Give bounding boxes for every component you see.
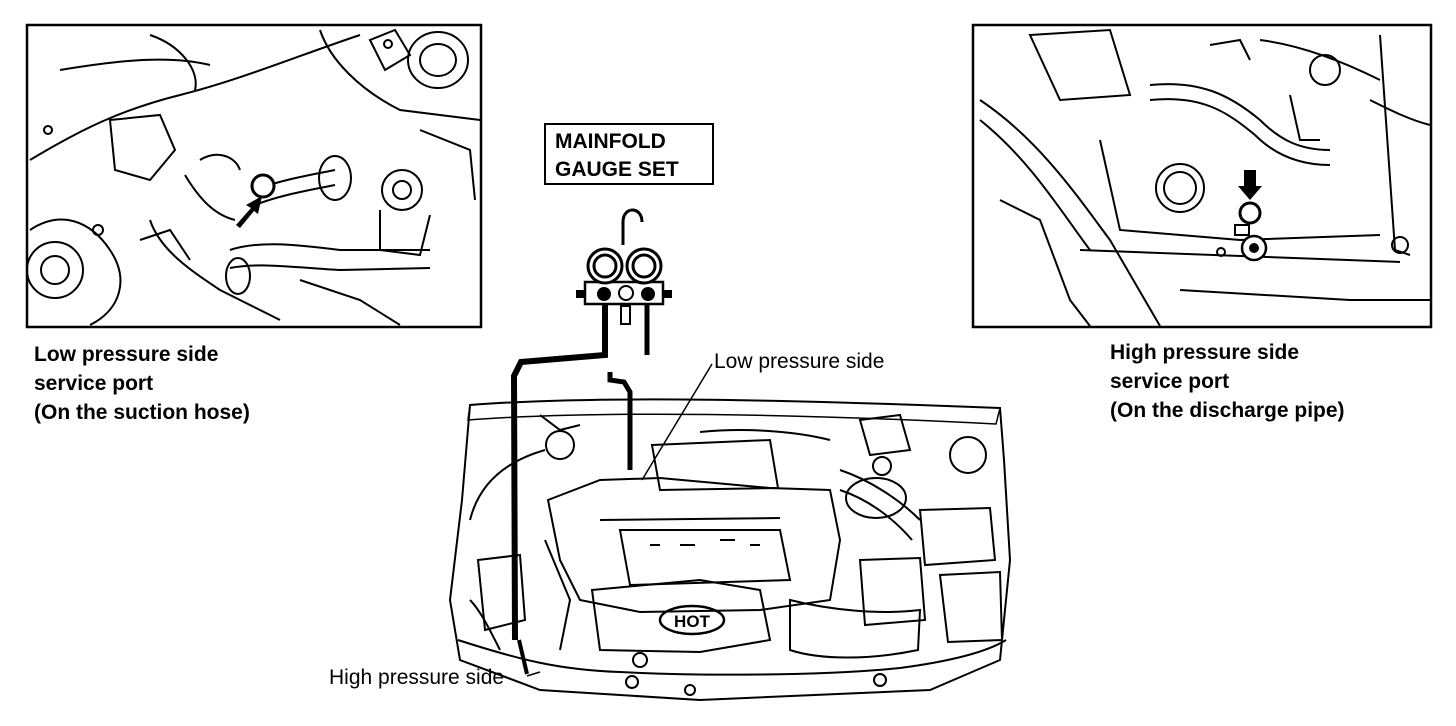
right-inset-illustration (971, 23, 1433, 329)
high-pressure-side-callout: High pressure side (329, 666, 505, 689)
engine-bay-illustration (448, 398, 1012, 702)
left-inset-illustration (25, 23, 483, 329)
left-caption-line-1: Low pressure side (34, 343, 219, 366)
left-caption-line-2: service port (34, 372, 154, 395)
high-pressure-leader-line (526, 671, 541, 677)
engine-hot-label: HOT (674, 612, 711, 631)
right-caption-line-2: service port (1110, 370, 1230, 393)
right-inset-caption: High pressure side service port (On the … (1110, 338, 1345, 425)
left-caption-line-3: (On the suction hose) (34, 401, 250, 424)
gauge-label-line-2: GAUGE SET (555, 158, 679, 181)
manifold-gauge-illustration (576, 208, 672, 325)
manifold-gauge-set-label: MAINFOLD GAUGE SET (544, 123, 714, 185)
right-caption-line-3: (On the discharge pipe) (1110, 399, 1345, 422)
left-inset-caption: Low pressure side service port (On the s… (34, 340, 250, 427)
right-caption-line-1: High pressure side (1110, 341, 1300, 364)
hoses (510, 304, 650, 675)
low-pressure-side-callout: Low pressure side (714, 350, 885, 373)
gauge-label-line-1: MAINFOLD (555, 130, 666, 153)
low-pressure-leader-line (641, 363, 713, 481)
